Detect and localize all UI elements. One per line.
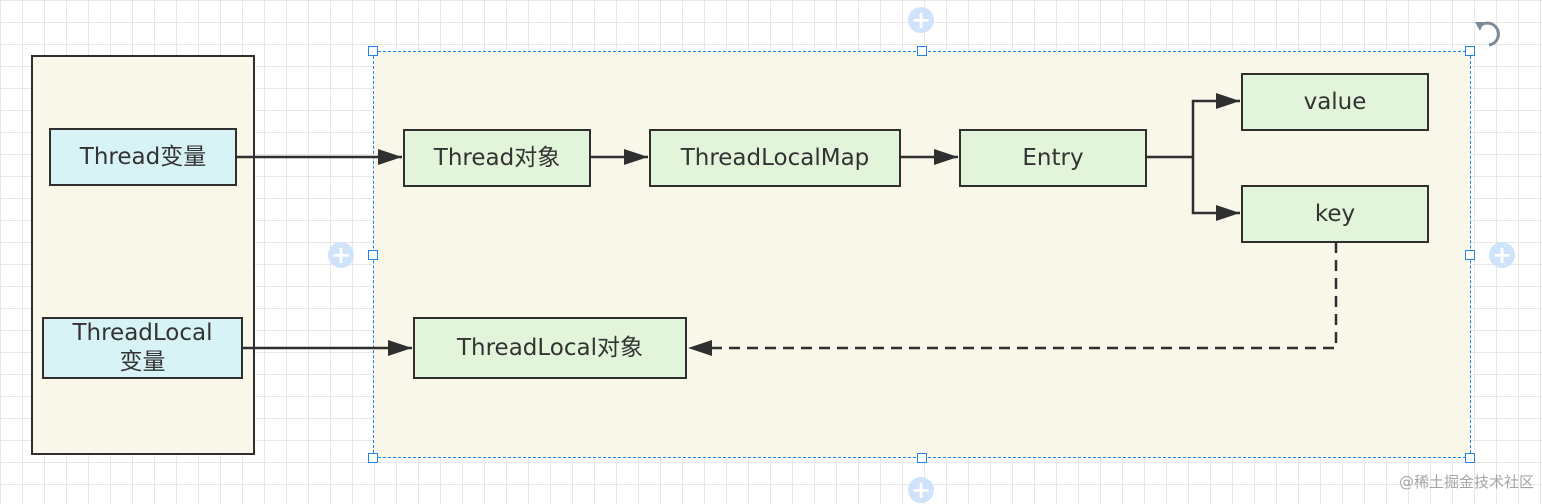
edge-entry-to-value bbox=[1146, 93, 1240, 159]
entry-label: Entry bbox=[1022, 144, 1084, 171]
threadlocalmap-node[interactable]: ThreadLocalMap bbox=[649, 129, 901, 187]
thread-object-node[interactable]: Thread对象 bbox=[403, 129, 591, 187]
threadlocal-object-node[interactable]: ThreadLocal对象 bbox=[413, 317, 687, 379]
resize-handle-bottom-left[interactable] bbox=[368, 453, 378, 463]
left-container bbox=[31, 55, 255, 455]
value-label: value bbox=[1303, 88, 1367, 115]
edge-key-to-threadlocal-obj bbox=[688, 242, 1338, 356]
entry-node[interactable]: Entry bbox=[959, 129, 1147, 187]
watermark: @稀土掘金技术社区 bbox=[1398, 473, 1534, 491]
resize-handle-middle-left[interactable] bbox=[368, 250, 378, 260]
thread-object-label: Thread对象 bbox=[433, 144, 561, 171]
edge-entry-to-key bbox=[1191, 157, 1240, 221]
resize-handle-bottom-middle[interactable] bbox=[917, 453, 927, 463]
add-right-plus-icon[interactable]: + bbox=[1489, 242, 1515, 268]
threadlocal-variable-label: ThreadLocal 变量 bbox=[72, 320, 213, 375]
resize-handle-top-left[interactable] bbox=[368, 46, 378, 56]
rotate-icon[interactable] bbox=[1472, 16, 1506, 50]
resize-handle-bottom-right[interactable] bbox=[1465, 453, 1475, 463]
add-bottom-plus-icon[interactable]: + bbox=[908, 477, 934, 503]
thread-variable-label: Thread变量 bbox=[79, 143, 207, 170]
thread-variable-node[interactable]: Thread变量 bbox=[49, 128, 237, 186]
add-top-plus-icon[interactable]: + bbox=[908, 7, 934, 33]
key-label: key bbox=[1314, 200, 1356, 227]
resize-handle-top-middle[interactable] bbox=[917, 46, 927, 56]
threadlocal-object-label: ThreadLocal对象 bbox=[456, 334, 644, 361]
threadlocalmap-label: ThreadLocalMap bbox=[680, 144, 870, 171]
add-left-plus-icon[interactable]: + bbox=[328, 242, 354, 268]
key-node[interactable]: key bbox=[1241, 185, 1429, 243]
threadlocal-variable-node[interactable]: ThreadLocal 变量 bbox=[42, 317, 243, 379]
resize-handle-top-right[interactable] bbox=[1465, 46, 1475, 56]
value-node[interactable]: value bbox=[1241, 73, 1429, 131]
resize-handle-middle-right[interactable] bbox=[1465, 250, 1475, 260]
